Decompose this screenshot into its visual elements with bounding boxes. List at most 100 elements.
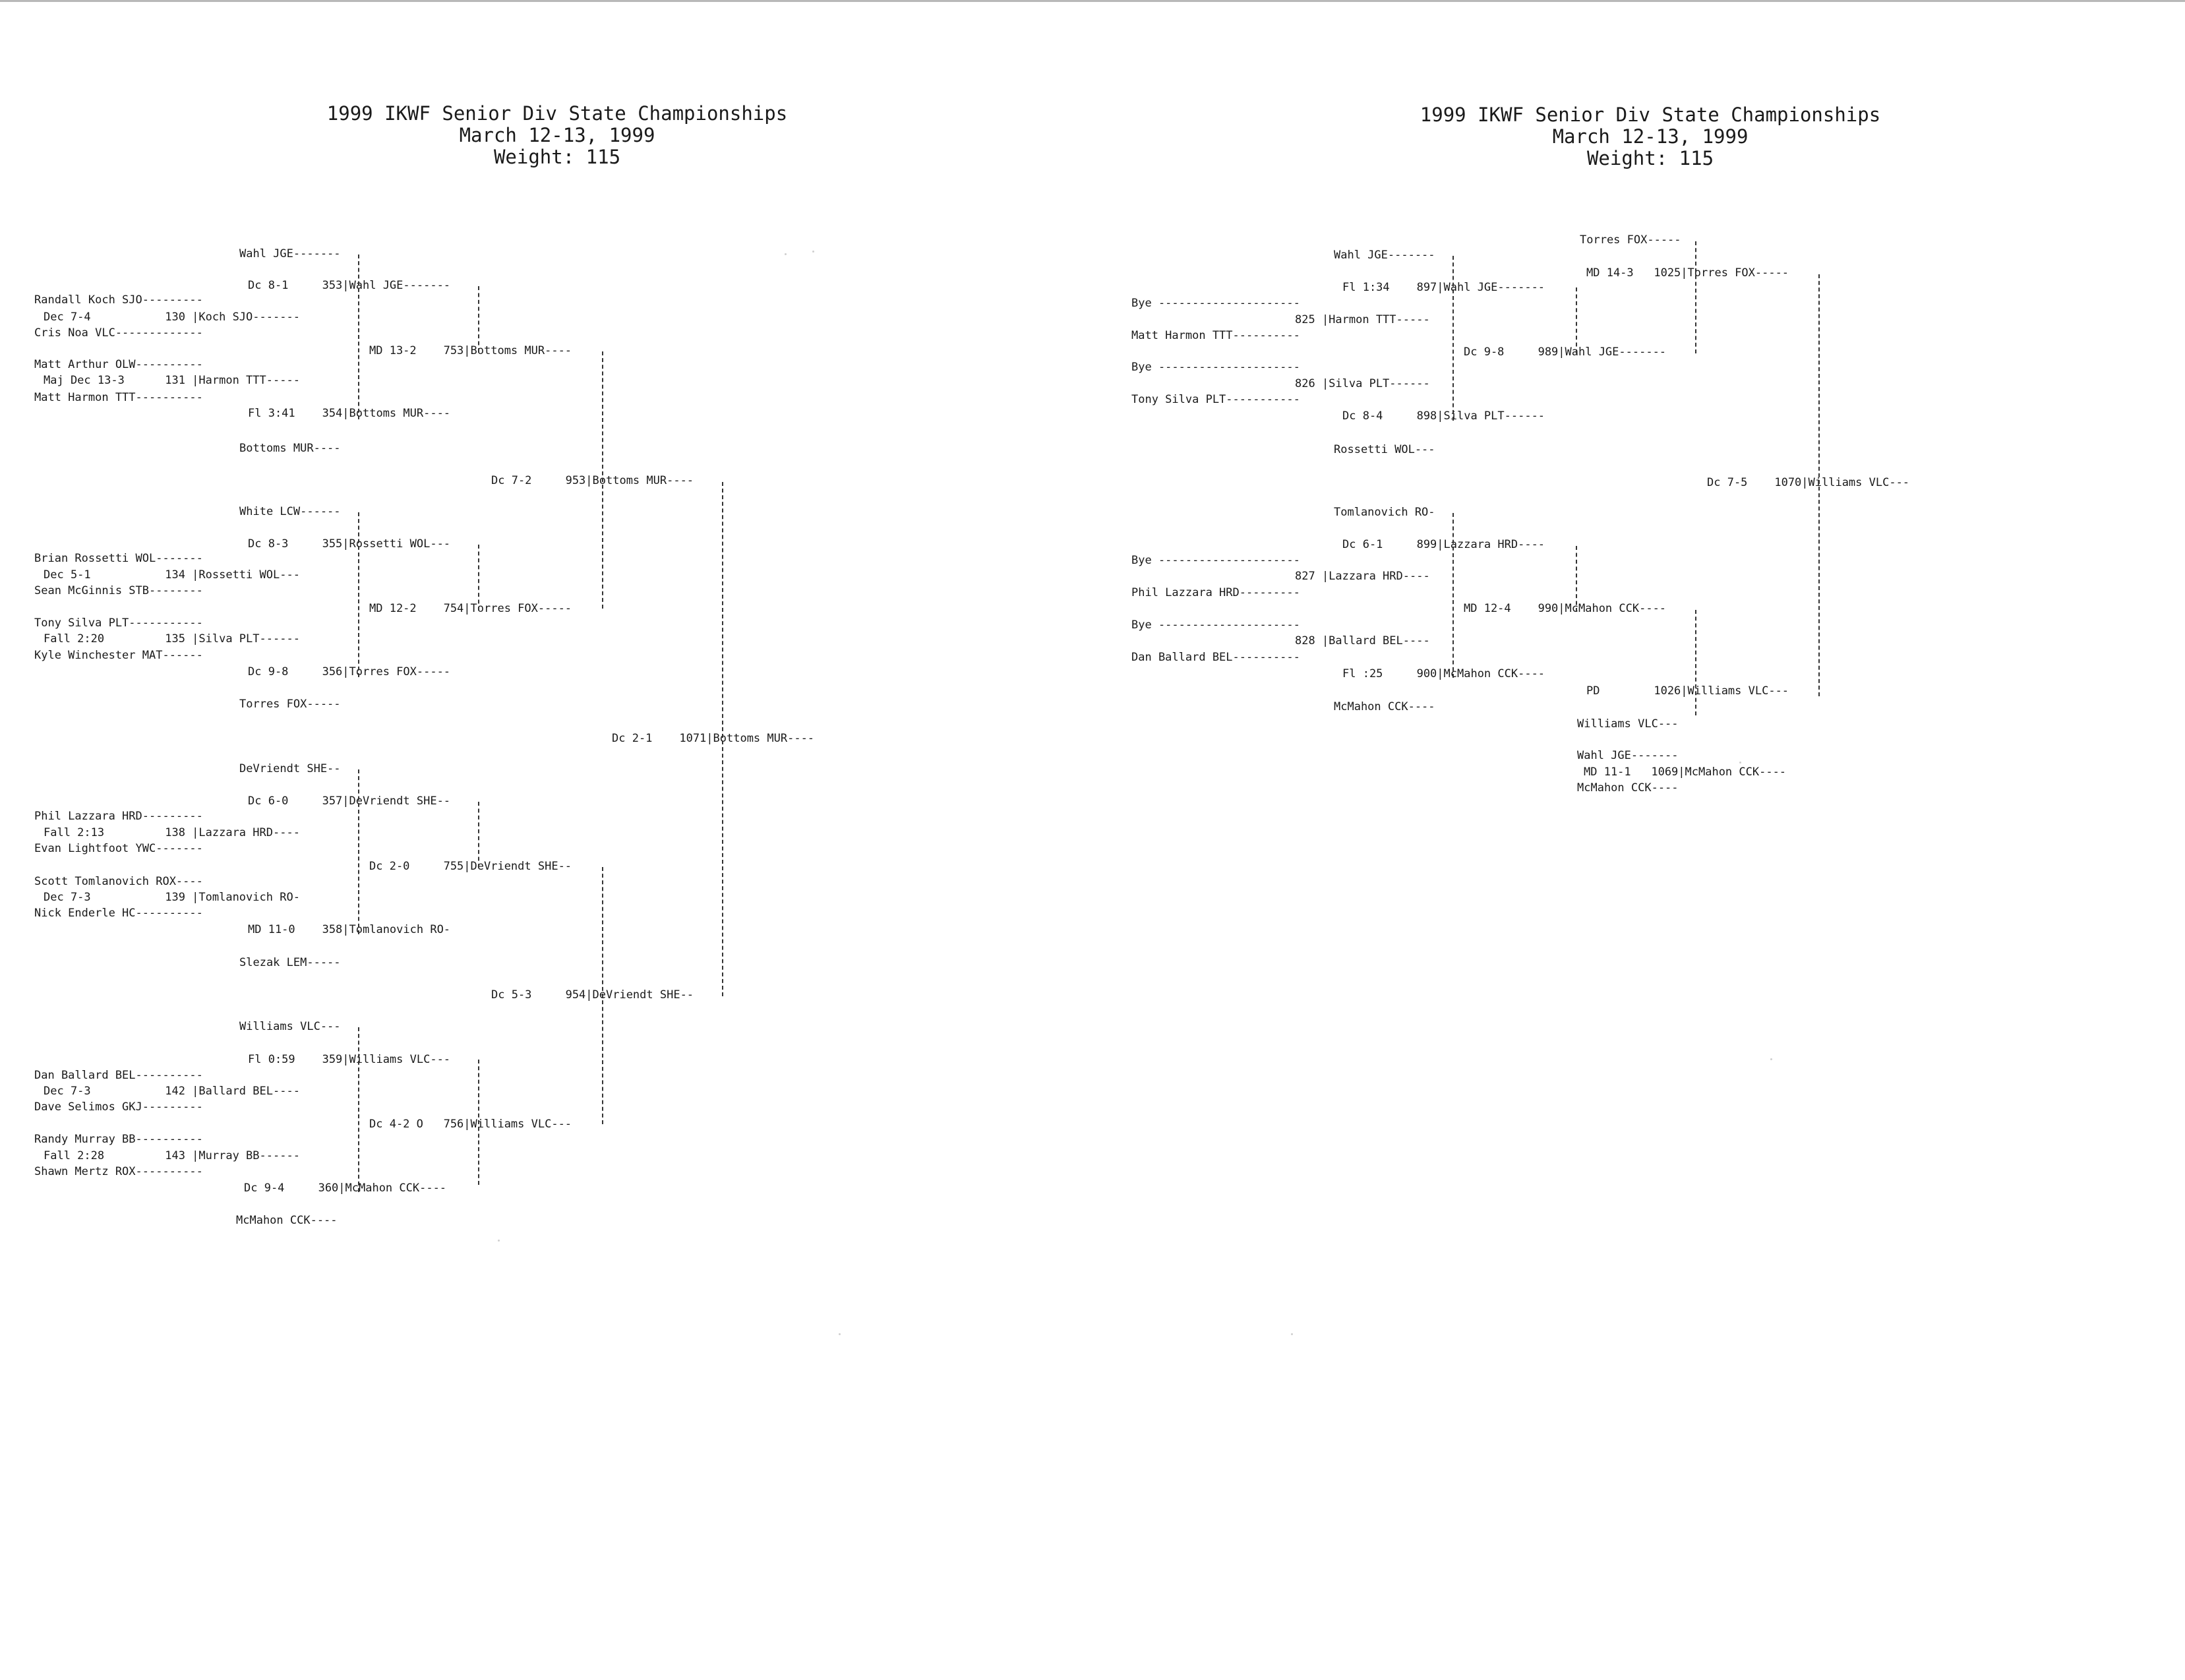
bracket-row: 827 |Lazzara HRD---- (1295, 570, 1430, 583)
bracket-connector (478, 545, 479, 611)
scan-speck (1770, 1058, 1772, 1060)
bracket-row: Dc 4-2 O 756|Williams VLC--- (369, 1118, 572, 1131)
bracket-connector (602, 351, 603, 609)
bracket-connector (1695, 241, 1696, 353)
bracket-row: McMahon CCK---- (1577, 781, 1679, 795)
bracket-row: DeVriendt SHE-- (239, 762, 341, 775)
bracket-row: Cris Noa VLC------------- (34, 326, 203, 340)
bracket-row: McMahon CCK---- (1334, 700, 1435, 713)
bracket-row: MD 11-0 358|Tomlanovich RO- (248, 923, 451, 936)
bracket-row: Phil Lazzara HRD--------- (1131, 586, 1300, 599)
bracket-row: Fall 2:28 143 |Murray BB------ (44, 1149, 300, 1162)
bracket-row: Wahl JGE------- (239, 247, 341, 260)
bracket-row: Slezak LEM----- (239, 956, 341, 969)
bracket-row: Bye --------------------- (1131, 554, 1300, 567)
left-title-line2: March 12-13, 1999 (459, 124, 655, 146)
bracket-connector (478, 286, 479, 352)
bracket-row: Torres FOX----- (1580, 233, 1681, 247)
bracket-row: Bottoms MUR---- (239, 442, 341, 455)
bracket-connector (722, 482, 723, 996)
scan-speck (1291, 1333, 1293, 1335)
scan-speck (812, 251, 814, 253)
bracket-row: Dec 7-3 142 |Ballard BEL---- (44, 1085, 300, 1098)
bracket-row: Shawn Mertz ROX---------- (34, 1165, 203, 1178)
bracket-row: Dc 9-8 989|Wahl JGE------- (1464, 345, 1667, 359)
bracket-row: Scott Tomlanovich ROX---- (34, 875, 203, 888)
right-title-line3: Weight: 115 (1586, 147, 1714, 169)
bracket-row: MD 12-2 754|Torres FOX----- (369, 602, 572, 615)
bracket-row: Dc 8-3 355|Rossetti WOL--- (248, 537, 451, 551)
bracket-row: Williams VLC--- (239, 1020, 341, 1033)
bracket-row: Nick Enderle HC---------- (34, 907, 203, 920)
bracket-row: MD 11-1 1069|McMahon CCK---- (1584, 765, 1787, 779)
left-bracket: Wahl JGE------- Dc 8-1 353|Wahl JGE-----… (0, 0, 1092, 1680)
bracket-row: Dc 6-0 357|DeVriendt SHE-- (248, 795, 451, 808)
bracket-row: Dc 9-8 356|Torres FOX----- (248, 665, 451, 678)
bracket-row: Kyle Winchester MAT------ (34, 649, 203, 662)
bracket-row: Sean McGinnis STB-------- (34, 584, 203, 597)
bracket-row: Fl 3:41 354|Bottoms MUR---- (248, 407, 451, 420)
bracket-row: Dc 2-0 755|DeVriendt SHE-- (369, 860, 572, 873)
bracket-row: Fl :25 900|McMahon CCK---- (1342, 667, 1545, 680)
bracket-row: White LCW------ (239, 505, 341, 518)
bracket-row: Fl 0:59 359|Williams VLC--- (248, 1053, 451, 1066)
right-title-block: 1999 IKWF Senior Div State Championships… (1354, 104, 1947, 169)
bracket-row: Maj Dec 13-3 131 |Harmon TTT----- (44, 374, 300, 387)
scan-speck (498, 1240, 500, 1242)
bracket-connector (1452, 513, 1454, 678)
scan-speck (1739, 762, 1741, 764)
bracket-row: Randy Murray BB---------- (34, 1133, 203, 1146)
bracket-row: 825 |Harmon TTT----- (1295, 313, 1430, 326)
bracket-row: Dave Selimos GKJ--------- (34, 1100, 203, 1114)
bracket-row: Evan Lightfoot YWC------- (34, 842, 203, 855)
bracket-connector (478, 1060, 479, 1185)
bracket-row: Dc 8-4 898|Silva PLT------ (1342, 409, 1545, 423)
bracket-row: Dc 6-1 899|Lazzara HRD---- (1342, 538, 1545, 551)
bracket-row: Bye --------------------- (1131, 297, 1300, 310)
bracket-connector (358, 769, 359, 934)
bracket-row: Dan Ballard BEL---------- (34, 1069, 203, 1082)
bracket-row: Dc 8-1 353|Wahl JGE------- (248, 279, 451, 292)
bracket-row: Dc 5-3 954|DeVriendt SHE-- (491, 988, 694, 1002)
bracket-row: Matt Harmon TTT---------- (1131, 329, 1300, 342)
left-title-line3: Weight: 115 (493, 146, 621, 168)
right-title-line2: March 12-13, 1999 (1552, 125, 1749, 148)
bracket-row: Fall 2:13 138 |Lazzara HRD---- (44, 826, 300, 839)
bracket-row: Randall Koch SJO--------- (34, 293, 203, 307)
scan-speck (785, 253, 787, 255)
bracket-row: Dc 7-5 1070|Williams VLC--- (1707, 476, 1910, 489)
bracket-row: Rossetti WOL--- (1334, 443, 1435, 456)
bracket-row: Bye --------------------- (1131, 361, 1300, 374)
bracket-row: Matt Harmon TTT---------- (34, 391, 203, 404)
bracket-connector (478, 802, 479, 868)
scan-speck (839, 1333, 841, 1335)
bracket-row: Tony Silva PLT----------- (34, 616, 203, 630)
bracket-connector (358, 512, 359, 677)
top-rule (0, 0, 2185, 2)
bracket-row: Williams VLC--- (1577, 717, 1679, 731)
left-title-line1: 1999 IKWF Senior Div State Championships (326, 102, 788, 125)
bracket-row: Matt Arthur OLW---------- (34, 358, 203, 371)
bracket-row: Dc 2-1 1071|Bottoms MUR---- (612, 732, 815, 745)
bracket-row: Dc 9-4 360|McMahon CCK---- (244, 1182, 447, 1195)
bracket-row: McMahon CCK---- (236, 1214, 338, 1227)
bracket-connector (1576, 546, 1577, 612)
bracket-row: 826 |Silva PLT------ (1295, 377, 1430, 390)
bracket-row: Dec 5-1 134 |Rossetti WOL--- (44, 568, 300, 582)
bracket-connector (1818, 274, 1820, 696)
bracket-connector (1452, 256, 1454, 421)
bracket-connector (358, 1027, 359, 1192)
bracket-row: Dec 7-4 130 |Koch SJO------- (44, 311, 300, 324)
bracket-row: Phil Lazzara HRD--------- (34, 810, 203, 823)
bracket-connector (602, 867, 603, 1124)
bracket-row: Tony Silva PLT----------- (1131, 393, 1300, 406)
bracket-row: Fl 1:34 897|Wahl JGE------- (1342, 281, 1545, 294)
bracket-row: PD 1026|Williams VLC--- (1586, 684, 1789, 698)
bracket-row: MD 13-2 753|Bottoms MUR---- (369, 344, 572, 357)
bracket-connector (358, 255, 359, 419)
bracket-row: Tomlanovich RO- (1334, 506, 1435, 519)
bracket-row: Wahl JGE------- (1334, 249, 1435, 262)
bracket-row: MD 12-4 990|McMahon CCK---- (1464, 602, 1667, 615)
bracket-row: Fall 2:20 135 |Silva PLT------ (44, 632, 300, 645)
